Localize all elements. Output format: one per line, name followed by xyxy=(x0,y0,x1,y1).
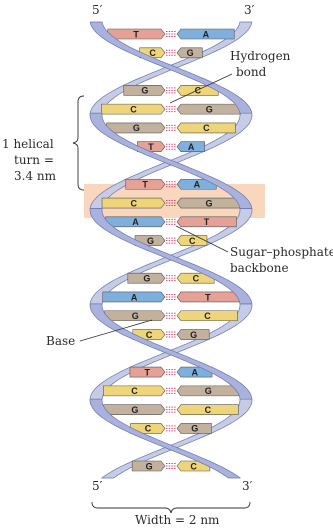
base-letter: G xyxy=(206,104,213,114)
base-letter: G xyxy=(205,386,212,396)
base-letter: T xyxy=(142,180,148,190)
hydrogen-bond xyxy=(166,332,176,337)
bracket-helical-turn xyxy=(73,96,84,190)
base-letter: A xyxy=(188,142,195,152)
base-letter: G xyxy=(141,86,148,96)
base-letter: T xyxy=(148,142,154,152)
base-letter: G xyxy=(205,198,212,208)
base-letter: C xyxy=(131,198,138,208)
base-letter: C xyxy=(189,236,196,246)
hydrogen-bond xyxy=(166,370,176,375)
base-letter: T xyxy=(204,217,210,227)
hydrogen-bond xyxy=(166,50,176,55)
base-letter: C xyxy=(203,123,210,133)
label-backbone-1: Sugar–phosphate xyxy=(230,245,333,259)
base-letter: G xyxy=(187,48,194,58)
label-backbone-2: backbone xyxy=(230,261,289,275)
label-top-5prime: 5′ xyxy=(92,3,103,17)
hydrogen-bond xyxy=(166,407,176,412)
hydrogen-bond xyxy=(166,107,176,112)
base-letter: G xyxy=(147,236,154,246)
label-helical-turn-1: 1 helical xyxy=(2,137,54,151)
label-hydrogen-bond-1: Hydrogen xyxy=(230,49,291,63)
base-letter: A xyxy=(194,180,201,190)
base-letter: C xyxy=(193,273,200,283)
base-letter: G xyxy=(132,311,139,321)
label-top-3prime: 3′ xyxy=(244,3,255,17)
base-letter: G xyxy=(133,123,140,133)
hydrogen-bond xyxy=(166,464,176,469)
label-hydrogen-bond-2: bond xyxy=(236,65,267,79)
hydrogen-bond xyxy=(166,276,176,281)
base-letter: A xyxy=(131,292,138,302)
bracket-width xyxy=(92,502,250,513)
hydrogen-bond xyxy=(166,125,176,130)
base-letter: G xyxy=(191,424,198,434)
label-helical-turn-2: turn = xyxy=(14,153,54,167)
hydrogen-bond xyxy=(166,144,176,149)
hydrogen-bond xyxy=(166,388,176,393)
base-letter: C xyxy=(131,386,138,396)
hydrogen-bond xyxy=(166,32,176,37)
base-letter: T xyxy=(144,367,150,377)
hydrogen-bond xyxy=(166,219,176,224)
base-letter: C xyxy=(205,405,212,415)
hydrogen-bond xyxy=(166,426,176,431)
base-letter: A xyxy=(203,29,210,39)
hydrogen-bond xyxy=(166,238,176,243)
hydrogen-bond xyxy=(166,294,176,299)
label-bottom-3prime: 3′ xyxy=(242,479,253,493)
base-letter: T xyxy=(205,292,211,302)
hydrogen-bond xyxy=(166,88,176,93)
base-letter: C xyxy=(190,461,197,471)
base-letter: G xyxy=(131,405,138,415)
base-letter: T xyxy=(133,29,139,39)
base-letter: C xyxy=(145,424,152,434)
base-letter: G xyxy=(143,273,150,283)
label-helical-turn-3: 3.4 nm xyxy=(14,169,57,183)
base-letter: A xyxy=(132,217,139,227)
base-letter: C xyxy=(204,311,211,321)
base-letter: G xyxy=(190,330,197,340)
base-letter: C xyxy=(130,104,137,114)
hydrogen-bond xyxy=(166,313,176,318)
base-letter: C xyxy=(146,330,153,340)
label-width: Width = 2 nm xyxy=(135,513,220,527)
label-base: Base xyxy=(46,334,75,348)
base-letter: G xyxy=(146,461,153,471)
label-bottom-5prime: 5′ xyxy=(92,479,103,493)
base-letter: A xyxy=(192,367,199,377)
